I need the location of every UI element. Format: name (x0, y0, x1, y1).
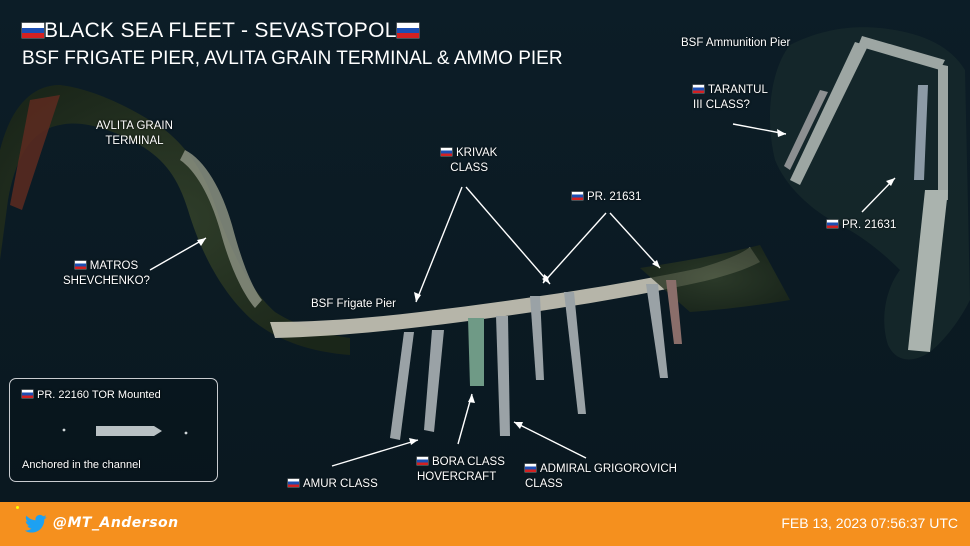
label-pr21631-right: PR. 21631 (827, 218, 896, 233)
label-bora-hovercraft: BORA CLASS HOVERCRAFT (417, 456, 505, 483)
label-matros-shevchenko: MATROS SHEVCHENKO? (63, 260, 150, 287)
russian-flag-icon (417, 457, 428, 465)
ship-krivak-2 (530, 296, 544, 380)
avlita-ship-hull (10, 95, 60, 210)
image-timestamp: FEB 13, 2023 07:56:37 UTC (781, 515, 958, 531)
ship-21631-ammo (914, 85, 928, 180)
russian-flag-icon (693, 85, 704, 93)
ammo-pier-wall-top (858, 36, 945, 70)
arrow-tarantul (732, 123, 787, 135)
russian-flag-icon (396, 23, 419, 38)
twitter-handle: @MT_Anderson (53, 515, 179, 531)
inset-ship-image (62, 426, 188, 436)
footer-bar: @MT_Anderson FEB 13, 2023 07:56:37 UTC (0, 502, 970, 546)
label-frigate-pier: BSF Frigate Pier (311, 298, 396, 310)
russian-flag-icon (827, 220, 838, 228)
label-ammo-pier: BSF Ammunition Pier (681, 37, 791, 49)
inset-caption: Anchored in the channel (22, 459, 141, 471)
russian-flag-icon (74, 261, 86, 269)
arrow-krivak-left (415, 186, 463, 303)
arrow-21631-left (542, 212, 607, 284)
inset-heading: PR. 22160 TOR Mounted (22, 388, 161, 403)
label-pr21631-center: PR. 21631 (572, 190, 641, 205)
russian-flag-icon (572, 192, 583, 200)
avlita-terminal-berth (180, 150, 262, 308)
frigate-pier-shore (640, 245, 790, 312)
label-admiral-grigorovich: ADMIRAL GRIGOROVICH CLASS (525, 463, 677, 490)
arrow-amur (331, 439, 419, 467)
russian-flag-icon (22, 390, 33, 398)
ammo-pier-wall-left (790, 42, 868, 185)
page-subtitle: BSF FRIGATE PIER, AVLITA GRAIN TERMINAL … (22, 48, 563, 69)
russian-flag-icon (441, 148, 452, 156)
russian-flag-icon (288, 479, 299, 487)
ship-amur (390, 332, 414, 440)
footer-marker-dot (16, 506, 19, 509)
ship-grigorovich (496, 316, 510, 436)
annotation-arrows (149, 123, 896, 467)
arrow-21631-right (609, 212, 661, 269)
arrow-grigorovich (513, 421, 587, 459)
ammo-pier-wall-right (938, 64, 948, 200)
moored-ships (390, 280, 682, 440)
page-title: BLACK SEA FLEET - SEVASTOPOL (22, 18, 419, 43)
inset-box-tor-ship: PR. 22160 TOR Mounted Anchored in the ch… (9, 378, 218, 482)
label-tarantul: TARANTUL III CLASS? (693, 84, 768, 111)
ship-bora-hovercraft (468, 318, 484, 386)
label-avlita-terminal: AVLITA GRAIN TERMINAL (96, 120, 173, 147)
ammo-pier-lower-quay (908, 190, 948, 352)
ship-tarantul (784, 90, 828, 170)
ship-krivak-1 (424, 330, 444, 432)
twitter-bird-icon (25, 514, 47, 533)
ship-21631-a (564, 292, 586, 414)
frigate-pier-breakwater (270, 247, 760, 338)
arrow-krivak-right (465, 186, 551, 285)
ship-21631-b (646, 284, 668, 378)
arrow-matros (149, 237, 207, 271)
label-krivak: KRIVAK CLASS (441, 146, 497, 176)
russian-flag-icon (22, 23, 44, 38)
label-amur-class: AMUR CLASS (288, 477, 378, 492)
arrow-heads (197, 129, 895, 445)
russian-flag-icon (525, 464, 536, 472)
ship-21631-c (666, 280, 682, 344)
arrow-bora (457, 393, 473, 445)
page-title-text: BLACK SEA FLEET - SEVASTOPOL (44, 19, 397, 42)
